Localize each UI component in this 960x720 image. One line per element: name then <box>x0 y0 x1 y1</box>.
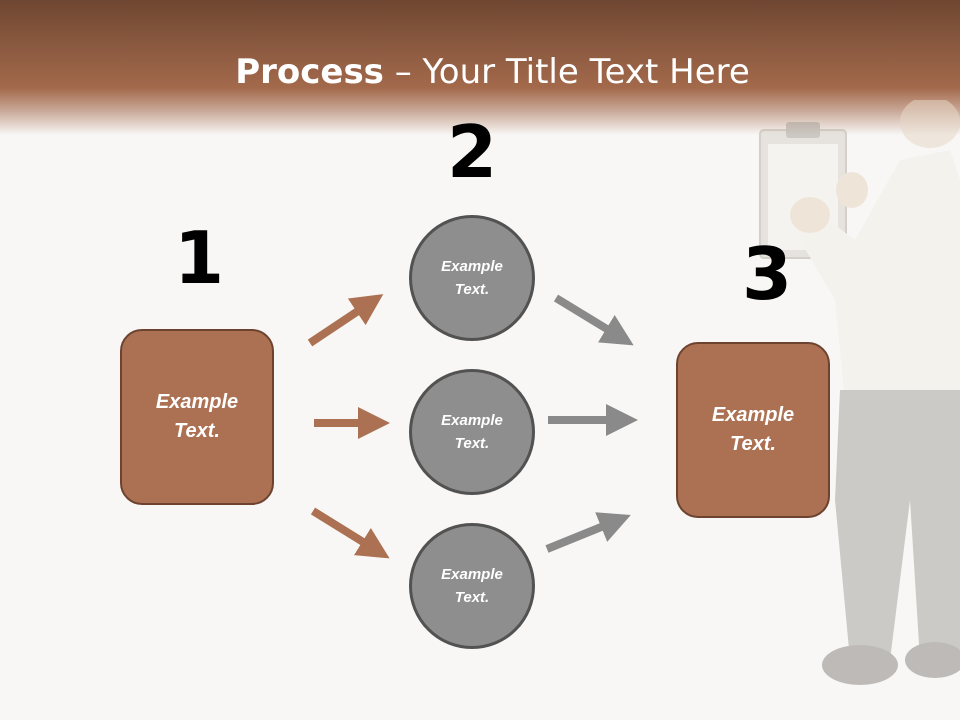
step-2-circle-bottom: Example Text. <box>409 523 535 649</box>
step-1-label: Example Text. <box>155 391 239 442</box>
arrow-1-to-top <box>307 294 384 347</box>
step-3-box: Example Text. <box>676 342 830 518</box>
arrow-bottom-to-3 <box>545 512 631 553</box>
slide-title: Process – Your Title Text Here <box>0 52 960 92</box>
step-number-1: 1 <box>173 216 225 300</box>
title-banner <box>0 0 960 135</box>
step-1-box: Example Text. <box>120 329 274 505</box>
step-3-label: Example Text. <box>711 404 795 455</box>
title-bold: Process <box>235 52 384 92</box>
arrow-top-to-3 <box>553 294 634 346</box>
person-clipboard-image <box>759 100 960 685</box>
step-2-bottom-label: Example Text. <box>441 566 503 606</box>
step-2-circle-middle: Example Text. <box>409 369 535 495</box>
step-2-circle-top: Example Text. <box>409 215 535 341</box>
step-number-3: 3 <box>741 232 793 316</box>
step-2-middle-label: Example Text. <box>441 412 503 452</box>
title-rest: – Your Title Text Here <box>383 52 750 92</box>
step-number-2: 2 <box>446 110 498 194</box>
arrow-1-to-bottom <box>310 507 390 559</box>
step-2-top-label: Example Text. <box>441 258 503 298</box>
